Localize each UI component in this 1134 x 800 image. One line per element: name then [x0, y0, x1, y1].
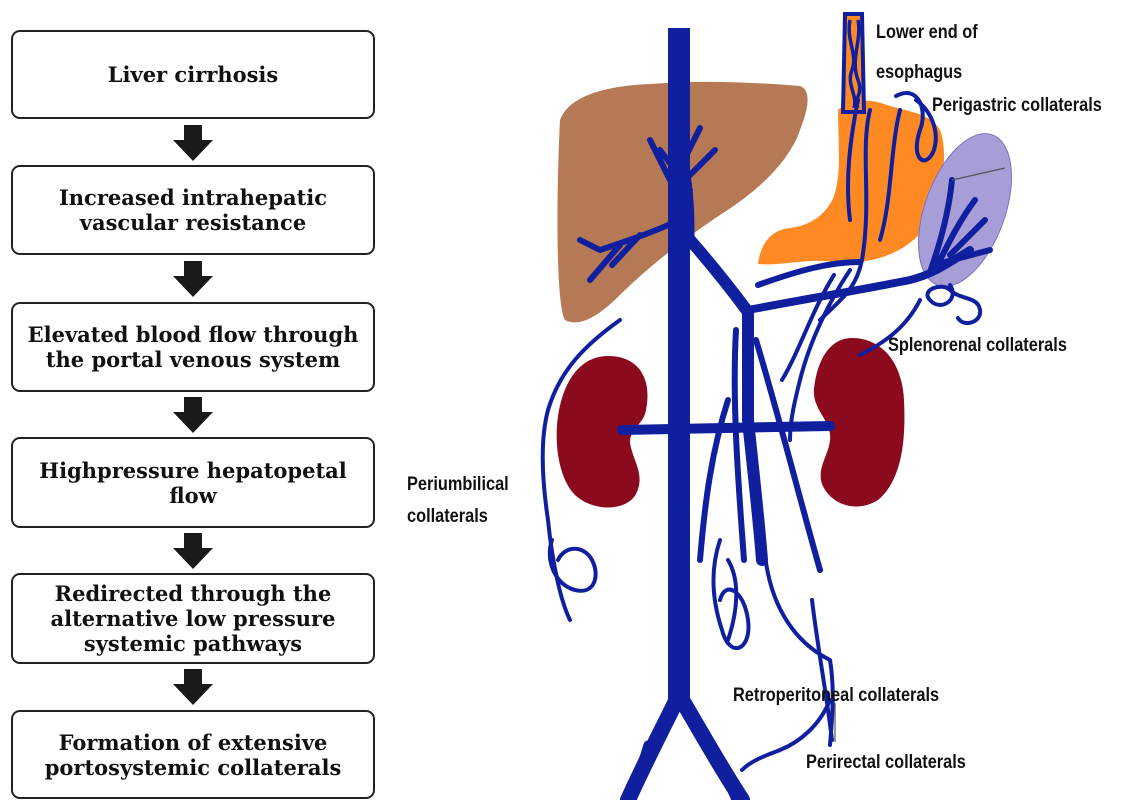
label-periumbilical-collaterals: Periumbilical collaterals	[407, 469, 509, 533]
label-perirectal-collaterals: Perirectal collaterals	[806, 751, 966, 775]
label-splenorenal-collaterals: Splenorenal collaterals	[888, 334, 1067, 358]
label-retroperitoneal-collaterals: Retroperitoneal collaterals	[733, 684, 939, 708]
label-perigastric-collaterals: Perigastric collaterals	[932, 94, 1102, 118]
label-lower-end-esophagus: Lower end of esophagus	[876, 13, 978, 93]
